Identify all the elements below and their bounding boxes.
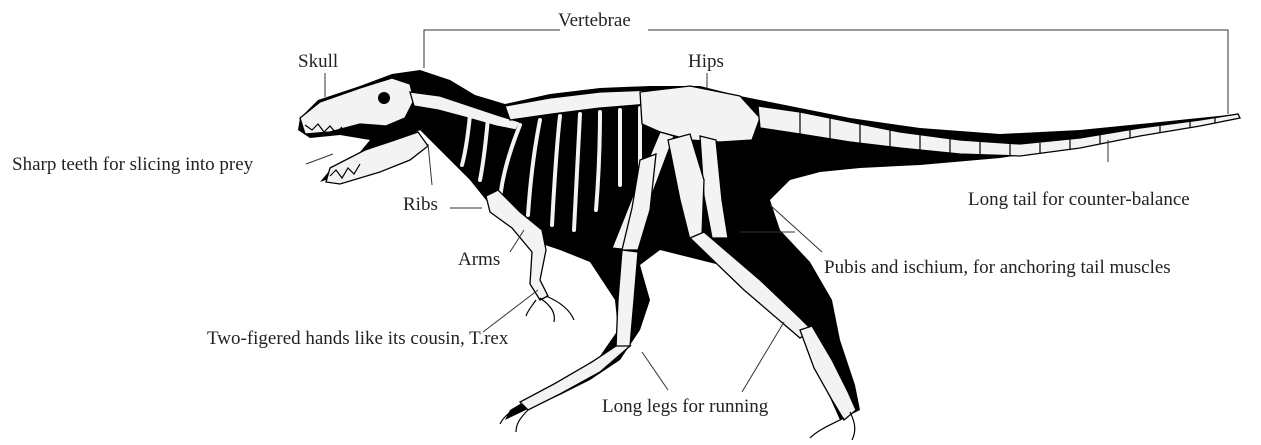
label-legs: Long legs for running bbox=[602, 396, 769, 417]
label-pubis: Pubis and ischium, for anchoring tail mu… bbox=[824, 257, 1171, 278]
hands-leader bbox=[483, 290, 538, 332]
label-hips: Hips bbox=[688, 51, 724, 72]
label-tail: Long tail for counter-balance bbox=[968, 189, 1190, 210]
label-skull: Skull bbox=[298, 51, 338, 72]
label-teeth: Sharp teeth for slicing into prey bbox=[12, 154, 254, 175]
legs-leader bbox=[642, 322, 784, 392]
label-arms: Arms bbox=[458, 249, 500, 270]
label-ribs: Ribs bbox=[403, 194, 438, 215]
skeleton-illustration bbox=[298, 70, 1240, 440]
eye-socket bbox=[378, 92, 390, 104]
teeth-leader bbox=[306, 154, 333, 164]
label-vertebrae: Vertebrae bbox=[558, 10, 631, 31]
label-hands: Two-figered hands like its cousin, T.rex bbox=[207, 328, 509, 349]
hand-claws bbox=[526, 296, 574, 322]
